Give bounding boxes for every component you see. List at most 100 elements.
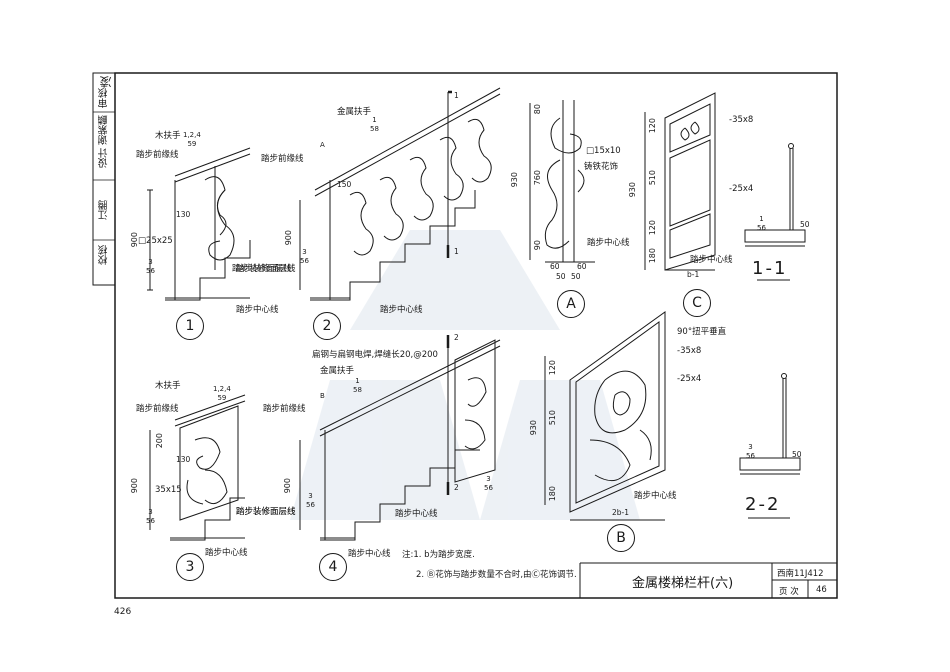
- db-dim-930: 930: [529, 420, 538, 436]
- note-line-1: 注:1. b为踏步宽度.: [402, 550, 475, 560]
- da-cast-label: 铸铁花饰: [584, 162, 619, 172]
- db-bar2-label: -25x4: [677, 374, 702, 384]
- atlas-number: 西南11J412: [777, 569, 824, 579]
- d1-tube-label: □25x25: [138, 236, 173, 246]
- d4-tread-front-label: 踏步前缘线: [263, 404, 306, 414]
- da-flat-label: □15x10: [586, 146, 621, 156]
- d4-section-mark-bottom: 2: [454, 483, 459, 492]
- dc-dim-120a: 120: [648, 118, 657, 134]
- watermark-pattern: [290, 230, 640, 520]
- d3-dim-200: 200: [155, 433, 164, 449]
- d2-marker-a: A: [320, 141, 325, 149]
- d4-center-line-label: 踏步中心线: [395, 509, 438, 519]
- d4-marker-b: B: [320, 392, 325, 400]
- d3-dim-900: 900: [130, 478, 139, 494]
- d3-dim-130: 130: [176, 455, 191, 464]
- detail-a-drawing: [529, 100, 595, 263]
- d1-center-line-label: 踏步中心线: [236, 305, 279, 315]
- dc-dim-510: 510: [648, 170, 657, 186]
- dc-bar2-label: -25x4: [729, 184, 754, 194]
- d4-metal-handrail-label: 金属扶手: [320, 366, 355, 376]
- db-center-line-label: 踏步中心线: [634, 491, 677, 501]
- dc-bar1-label: -35x8: [729, 115, 754, 125]
- d3-tread-front-label: 踏步前缘线: [136, 404, 179, 414]
- detail-3-drawing: [149, 394, 246, 541]
- sheet-border: [114, 72, 838, 599]
- section-1-1-drawing: [744, 143, 806, 281]
- d2-center-line-label: 踏步中心线: [380, 305, 423, 315]
- d4-section-mark-top: 2: [454, 333, 459, 342]
- detail-1-drawing: [147, 147, 251, 301]
- sidebar-label-designer: 谢紫麟: [99, 115, 110, 145]
- page-number: 426: [114, 607, 132, 617]
- dc-b1-label: b-1: [687, 270, 700, 279]
- d2-tread-finish-label: 踏步装修面层线: [232, 264, 292, 274]
- note-line-2: 2. Ⓑ花饰与踏步数量不合时,由Ⓒ花饰调节.: [416, 570, 577, 580]
- detail-a-marker: A: [557, 290, 585, 318]
- dc-dim-120b: 120: [648, 220, 657, 236]
- da-center-line-label: 踏步中心线: [587, 238, 630, 248]
- sidebar-label-reviewer: 凌: [99, 76, 113, 88]
- d4-weld-note-label: 扁钢与扁钢电焊,焊缝长20,@200: [312, 350, 438, 360]
- sidebar-label-review: 审核: [99, 88, 110, 108]
- s22-dim-50: 50: [792, 450, 802, 459]
- da-dim-60b: 60: [577, 262, 587, 271]
- d4-center-line-bottom: 踏步中心线: [348, 549, 391, 559]
- d1-tread-front-label: 踏步前缘线: [136, 150, 179, 160]
- da-dim-60a: 60: [550, 262, 560, 271]
- page-label: 页 次: [779, 587, 799, 597]
- d3-flat-label: 35x15: [155, 485, 182, 495]
- d4-dim-900: 900: [283, 478, 292, 494]
- d1-tread-finish-label: 踏步装修面层线: [236, 264, 296, 274]
- section-2-2-label: 2-2: [745, 494, 781, 515]
- detail-c-marker: C: [683, 289, 711, 317]
- da-dim-50b: 50: [571, 272, 581, 281]
- d2-dim-150: 150: [337, 180, 352, 189]
- detail-3-marker: 3: [176, 553, 204, 581]
- drawing-title: 金属楼梯栏杆(六): [632, 576, 734, 591]
- db-2b-label: 2b-1: [612, 508, 630, 517]
- d1-dim-130: 130: [176, 210, 191, 219]
- detail-2-drawing: [299, 87, 501, 301]
- dc-dim-930: 930: [628, 182, 637, 198]
- detail-c-drawing: [644, 92, 716, 271]
- detail-1-marker: 1: [176, 312, 204, 340]
- d2-section-mark-top: 1: [454, 91, 459, 100]
- detail-b-marker: B: [607, 524, 635, 552]
- d4-tread-finish-label: 踏步装修面层线: [236, 507, 296, 517]
- page-value: 46: [816, 585, 827, 595]
- sidebar-label-check: 校核: [99, 245, 110, 265]
- d2-metal-handrail-label: 金属扶手: [337, 107, 372, 117]
- da-dim-50a: 50: [556, 272, 566, 281]
- db-dim-180: 180: [548, 486, 557, 502]
- dc-dim-180: 180: [648, 248, 657, 264]
- d3-center-line-label: 踏步中心线: [205, 548, 248, 558]
- dc-center-line-label: 踏步中心线: [690, 255, 733, 265]
- section-2-2-drawing: [739, 373, 801, 519]
- sidebar-label-design: 设计: [99, 148, 110, 168]
- s11-dim-50: 50: [800, 220, 810, 229]
- db-dim-120: 120: [548, 360, 557, 376]
- sidebar-box: [92, 72, 116, 286]
- da-dim-90: 90: [533, 240, 542, 251]
- detail-2-marker: 2: [313, 312, 341, 340]
- db-twist-label: 90°扭平垂直: [677, 327, 727, 337]
- da-dim-80: 80: [533, 104, 542, 115]
- db-bar1-label: -35x8: [677, 346, 702, 356]
- d1-wood-handrail-label: 木扶手: [155, 131, 181, 141]
- section-1-1-label: 1-1: [752, 258, 788, 279]
- d3-wood-handrail-label: 木扶手: [155, 381, 181, 391]
- da-dim-930: 930: [510, 172, 519, 188]
